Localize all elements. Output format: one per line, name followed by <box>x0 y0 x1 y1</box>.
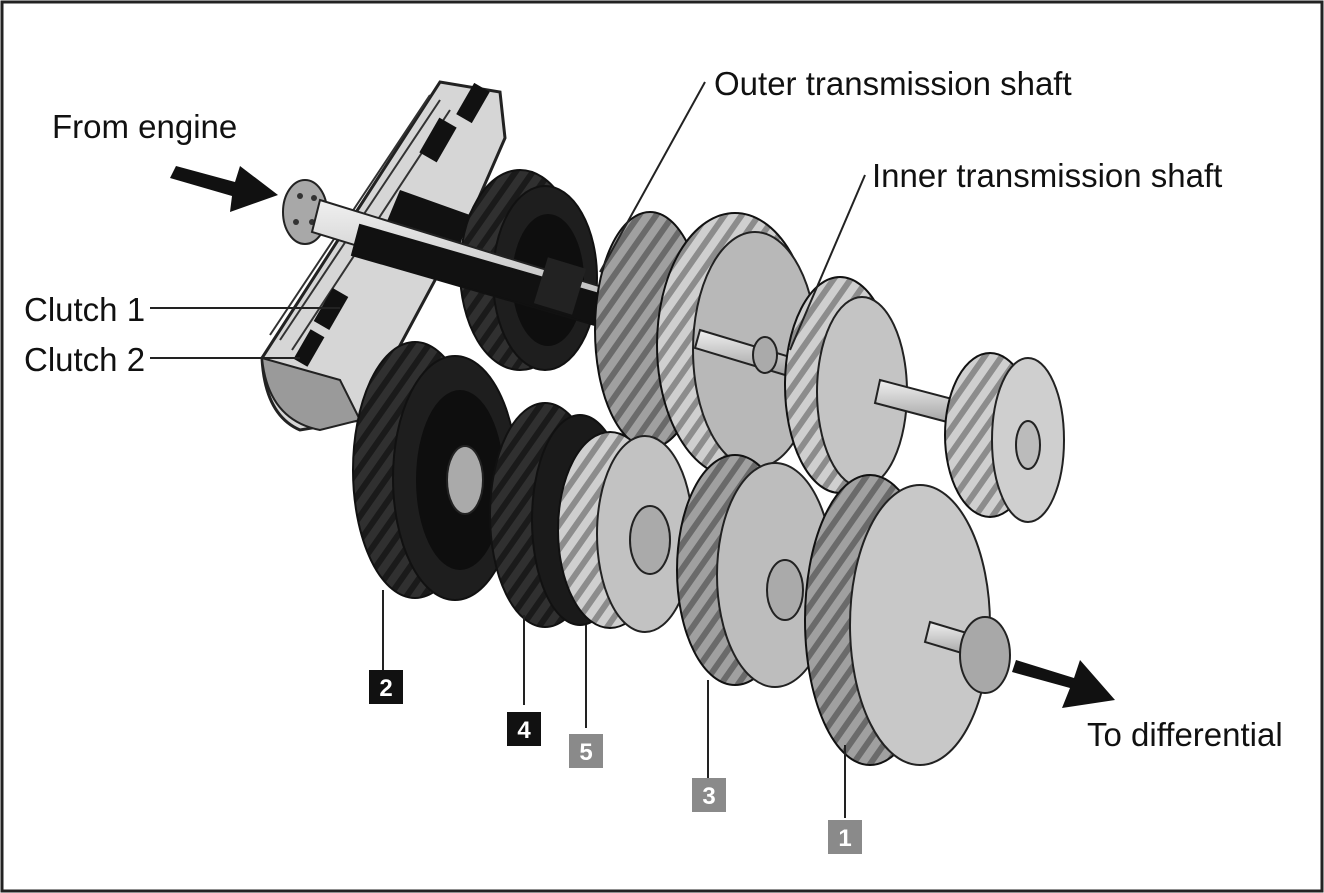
svg-text:5: 5 <box>579 739 592 766</box>
svg-text:1: 1 <box>838 825 851 852</box>
gear-3 <box>676 454 834 688</box>
badge-gear-3: 3 <box>692 778 726 812</box>
from-engine-label: From engine <box>52 108 237 145</box>
leader-lines <box>150 81 866 818</box>
clutch-2-label: Clutch 2 <box>24 341 145 378</box>
to-differential-arrow <box>1012 660 1115 708</box>
gear-5 <box>557 431 694 633</box>
badge-gear-2: 2 <box>369 670 403 704</box>
badge-gear-1: 1 <box>828 820 862 854</box>
gear-top-end <box>944 352 1065 523</box>
gear-2 <box>352 341 518 601</box>
svg-text:2: 2 <box>379 675 392 702</box>
svg-text:4: 4 <box>517 717 531 744</box>
from-engine-arrow <box>170 166 278 212</box>
gear-1 <box>804 474 1011 766</box>
svg-text:3: 3 <box>702 783 715 810</box>
inner-shaft-label: Inner transmission shaft <box>872 157 1222 194</box>
to-differential-label: To differential <box>1087 716 1283 753</box>
clutch-2-plates <box>293 82 490 367</box>
badge-gear-4: 4 <box>507 712 541 746</box>
gear-top-right <box>784 276 977 494</box>
clutch-1-label: Clutch 1 <box>24 291 145 328</box>
badge-gear-5: 5 <box>569 734 603 768</box>
outer-shaft-label: Outer transmission shaft <box>714 65 1072 102</box>
